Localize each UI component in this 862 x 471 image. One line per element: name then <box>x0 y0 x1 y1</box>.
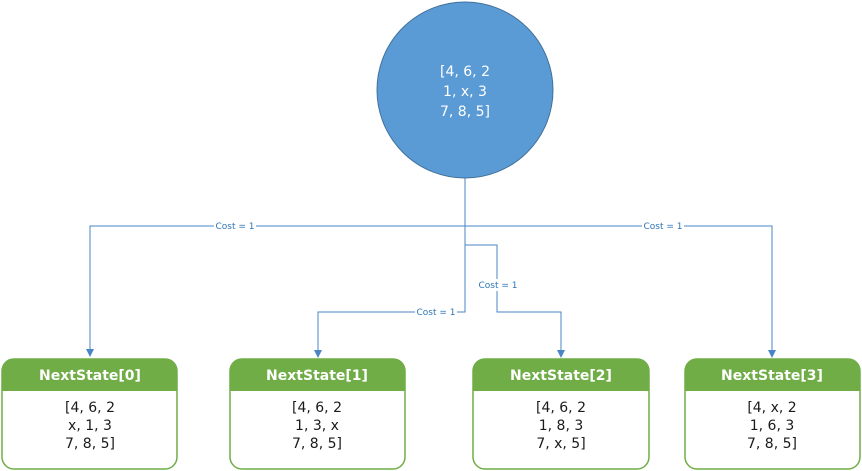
child-node-2: NextState[2] [4, 6, 2 1, 8, 3 7, x, 5] <box>472 358 650 470</box>
child-line: 1, 8, 3 <box>539 418 584 434</box>
child-title: NextState[1] <box>266 368 368 384</box>
child-line: [4, 6, 2 <box>536 400 586 416</box>
edge-label-2: Cost = 1 <box>477 279 519 291</box>
edge-to-nextstate-2 <box>464 178 565 358</box>
edges <box>86 178 776 358</box>
root-line: 1, x, 3 <box>443 84 487 100</box>
root-circle <box>376 1 554 179</box>
child-node-3: NextState[3] [4, x, 2 1, 6, 3 7, 8, 5] <box>684 358 861 470</box>
child-title: NextState[0] <box>39 368 141 384</box>
edge-to-nextstate-0 <box>86 178 466 357</box>
child-line: 7, x, 5] <box>536 436 585 452</box>
root-line: [4, 6, 2 <box>440 64 490 80</box>
child-line: [4, x, 2 <box>747 400 796 416</box>
edge-label-text: Cost = 1 <box>417 308 456 318</box>
edge-label-text: Cost = 1 <box>644 222 683 232</box>
child-line: [4, 6, 2 <box>292 400 342 416</box>
edge-label-3: Cost = 1 <box>642 220 684 232</box>
edge-label-text: Cost = 1 <box>216 222 255 232</box>
child-line: 1, 6, 3 <box>750 418 795 434</box>
edge-label-text: Cost = 1 <box>479 281 518 291</box>
child-line: 7, 8, 5] <box>65 436 115 452</box>
edge-to-nextstate-3 <box>464 178 776 358</box>
child-title: NextState[3] <box>721 368 823 384</box>
child-line: 1, 3, x <box>295 418 339 434</box>
child-line: x, 1, 3 <box>68 418 112 434</box>
child-line: 7, 8, 5] <box>747 436 797 452</box>
root-node: [4, 6, 2 1, x, 3 7, 8, 5] <box>376 1 554 179</box>
edge-to-nextstate-1 <box>314 178 466 358</box>
child-node-1: NextState[1] [4, 6, 2 1, 3, x 7, 8, 5] <box>229 358 406 470</box>
child-node-0: NextState[0] [4, 6, 2 x, 1, 3 7, 8, 5] <box>1 358 178 470</box>
root-line: 7, 8, 5] <box>440 104 490 120</box>
child-line: 7, 8, 5] <box>292 436 342 452</box>
edge-label-0: Cost = 1 <box>214 220 256 232</box>
edge-labels: Cost = 1 Cost = 1 Cost = 1 Cost = 1 <box>214 220 684 318</box>
edge-label-1: Cost = 1 <box>415 306 457 318</box>
child-title: NextState[2] <box>510 368 612 384</box>
child-line: [4, 6, 2 <box>65 400 115 416</box>
